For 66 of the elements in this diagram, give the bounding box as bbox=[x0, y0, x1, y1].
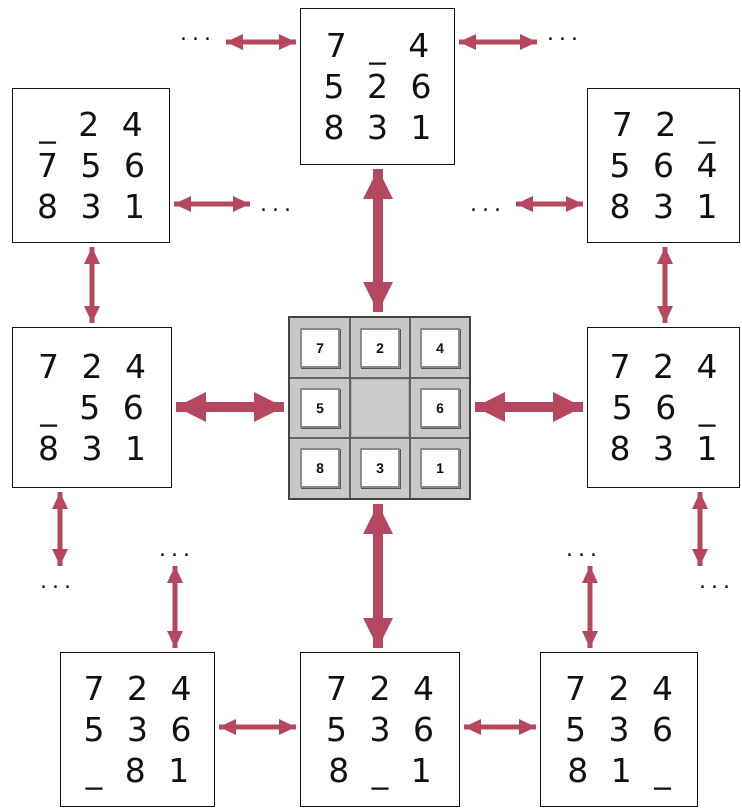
state-row: 7 2 4 bbox=[610, 346, 718, 387]
state-box bbox=[12, 88, 170, 243]
double-arrow bbox=[84, 247, 100, 323]
state-row: 8 3 1 bbox=[38, 428, 146, 469]
state-row: 5 2 6 bbox=[324, 66, 432, 107]
double-arrow bbox=[692, 492, 708, 566]
state-row: 8 3 1 bbox=[324, 107, 432, 148]
double-arrow bbox=[582, 566, 598, 648]
double-arrow bbox=[516, 196, 583, 212]
state-row: 7 _ 4 bbox=[326, 25, 430, 66]
number-tile: 8 bbox=[300, 448, 340, 488]
puzzle-board bbox=[288, 316, 471, 500]
double-arrow bbox=[176, 392, 284, 422]
state-row: _ 8 1 bbox=[86, 750, 190, 791]
state-box bbox=[587, 88, 740, 243]
state-box bbox=[12, 327, 172, 488]
ellipsis: ... bbox=[34, 570, 82, 594]
state-row: 5 6 _ bbox=[612, 387, 716, 428]
ellipsis: ... bbox=[254, 193, 302, 217]
double-arrow bbox=[226, 34, 296, 50]
state-row: 5 6 4 bbox=[610, 145, 718, 186]
state-row: 7 2 4 bbox=[84, 668, 192, 709]
empty-slot bbox=[351, 379, 409, 437]
ellipsis: ... bbox=[693, 570, 741, 594]
state-row: 5 3 6 bbox=[326, 709, 434, 750]
double-arrow bbox=[219, 719, 296, 735]
state-row: 7 2 4 bbox=[38, 346, 146, 387]
double-arrow bbox=[657, 247, 673, 323]
state-box bbox=[300, 8, 455, 165]
state-row: 7 2 4 bbox=[326, 668, 434, 709]
state-row: 8 3 1 bbox=[37, 186, 145, 227]
double-arrow bbox=[475, 392, 583, 422]
state-row: 5 3 6 bbox=[84, 709, 192, 750]
ellipsis: ... bbox=[560, 538, 608, 562]
double-arrow bbox=[167, 566, 183, 648]
double-arrow bbox=[174, 196, 250, 212]
double-arrow bbox=[363, 169, 393, 312]
state-row: 8 1 _ bbox=[567, 750, 671, 791]
state-row: 5 3 6 bbox=[565, 709, 673, 750]
state-row: 7 5 6 bbox=[37, 145, 145, 186]
state-row: _ 5 6 bbox=[40, 387, 144, 428]
state-row: 7 2 4 bbox=[565, 668, 673, 709]
number-tile: 5 bbox=[300, 388, 340, 428]
state-box bbox=[60, 652, 215, 807]
double-arrow bbox=[52, 492, 68, 566]
state-row: 8 _ 1 bbox=[328, 750, 432, 791]
ellipsis: ... bbox=[174, 22, 222, 46]
state-row: 7 2 _ bbox=[612, 104, 716, 145]
number-tile: 3 bbox=[360, 448, 400, 488]
double-arrow bbox=[363, 504, 393, 648]
ellipsis: ... bbox=[153, 538, 201, 562]
state-row: 8 3 1 bbox=[610, 186, 718, 227]
number-tile: 2 bbox=[360, 328, 400, 368]
state-box bbox=[587, 327, 740, 488]
double-arrow bbox=[464, 719, 536, 735]
number-tile: 6 bbox=[420, 388, 460, 428]
state-row: _ 2 4 bbox=[39, 104, 143, 145]
state-row: 8 3 1 bbox=[610, 428, 718, 469]
number-tile: 4 bbox=[420, 328, 460, 368]
ellipsis: ... bbox=[464, 193, 512, 217]
ellipsis: ... bbox=[541, 22, 589, 46]
state-box bbox=[300, 652, 460, 807]
state-box bbox=[540, 652, 698, 807]
double-arrow bbox=[459, 34, 537, 50]
number-tile: 1 bbox=[420, 448, 460, 488]
number-tile: 7 bbox=[300, 328, 340, 368]
